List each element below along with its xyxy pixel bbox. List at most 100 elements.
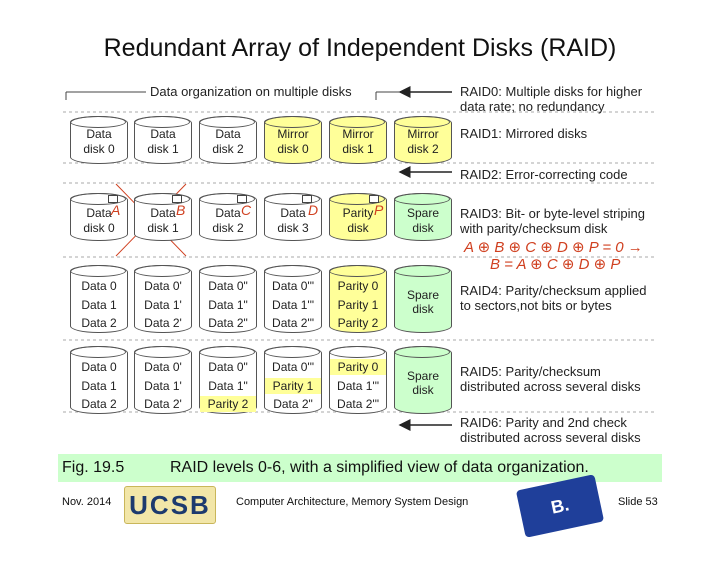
disk-top [394, 193, 450, 205]
disk-top [329, 265, 385, 277]
parity-block-label: Parity 2 [200, 396, 256, 412]
stripe-marker-a [108, 195, 118, 203]
block-label: Data 0" [208, 279, 248, 293]
block-label: Data 0'" [272, 279, 314, 293]
block-label: Data 1" [208, 298, 248, 312]
raid1-disk-data-2: Data disk 2 [199, 116, 257, 164]
disk-label-line1: Mirror [277, 127, 309, 141]
raid4-desc-line1: : Parity/checksum applied [498, 283, 647, 298]
block-label: Data 2' [144, 397, 182, 411]
block-label: Data 2'" [272, 316, 314, 330]
raid3-disk-data-0: Data disk 0 [70, 193, 128, 241]
raid3-disk-data-3: Data disk 3 [264, 193, 322, 241]
disk-label-line1: Parity [342, 206, 374, 220]
disk-label-line1: Data [150, 127, 176, 141]
block-label: Parity 2 [337, 316, 379, 330]
disk-top [199, 346, 255, 358]
raid1-disk-data-1: Data disk 1 [134, 116, 192, 164]
disk-label-line2: disk 2 [212, 142, 244, 156]
stripe-letter-c: C [241, 202, 252, 218]
raid2-name: RAID2 [460, 167, 499, 182]
disk-label-line1: Spare [406, 369, 440, 383]
disk-label-line2: disk 1 [147, 142, 179, 156]
stripe-letter-d: D [308, 202, 319, 218]
figure-number: Fig. 19.5 [62, 459, 125, 476]
stripe-marker-c [237, 195, 247, 203]
stripe-marker-d [302, 195, 312, 203]
header-label: Data organization on multiple disks [150, 84, 352, 99]
footer-date: Nov. 2014 [62, 496, 112, 508]
raid2-desc: RAID2: Error-correcting code [460, 167, 628, 182]
disk-top [70, 193, 126, 205]
disk-label-line2: disk 0 [277, 142, 309, 156]
raid4-disk-spare: Spare disk [394, 265, 452, 333]
raid2-desc-text: : Error-correcting code [498, 167, 628, 182]
disk-label-line1: Data [86, 127, 112, 141]
raid1-disk-mirror-0: Mirror disk 0 [264, 116, 322, 164]
disk-label-line1: Data [86, 206, 112, 220]
block-label: Parity 0 [337, 279, 379, 293]
raid4-disk-parity: Parity 0 Parity 1 Parity 2 [329, 265, 387, 333]
block-label: Data 1 [81, 379, 117, 393]
raid5-disk-0: Data 0 Data 1 Data 2 [70, 346, 128, 414]
raid4-disk-1: Data 0' Data 1' Data 2' [134, 265, 192, 333]
disk-top [394, 265, 450, 277]
disk-label-line2: disk 2 [212, 221, 244, 235]
disk-label-line1: Data [150, 206, 176, 220]
block-label: Data 0" [208, 360, 248, 374]
raid1-desc: RAID1: Mirrored disks [460, 126, 587, 141]
disk-top [134, 193, 190, 205]
block-label: Data 1' [144, 298, 182, 312]
block-label: Data 0' [144, 279, 182, 293]
raid5-disk-1: Data 0' Data 1' Data 2' [134, 346, 192, 414]
raid5-disk-3: Data 0'" Parity 1 Data 2" [264, 346, 322, 414]
disk-top [134, 265, 190, 277]
disk-label-line2: disk [412, 302, 434, 316]
disk-label-line2: disk [412, 221, 434, 235]
block-label: Data 0 [81, 360, 117, 374]
raid3-disk-spare: Spare disk [394, 193, 452, 241]
disk-label-line1: Mirror [342, 127, 374, 141]
slide-number: Slide 53 [618, 496, 658, 508]
block-label: Data 1'" [272, 298, 314, 312]
disk-top [70, 346, 126, 358]
raid1-disk-data-0: Data disk 0 [70, 116, 128, 164]
raid6-name: RAID6 [460, 415, 499, 430]
raid5-desc: RAID5: Parity/checksum [460, 364, 601, 379]
disk-top [199, 193, 255, 205]
raid5-disk-4: Parity 0 Data 1'" Data 2'" [329, 346, 387, 414]
disk-top [394, 116, 450, 128]
disk-label-line2: disk [347, 221, 369, 235]
raid3-formula-1: A ⊕ B ⊕ C ⊕ D ⊕ P = 0 → [464, 239, 643, 256]
disk-label-line2: disk 2 [407, 142, 439, 156]
slide-title: Redundant Array of Independent Disks (RA… [103, 34, 617, 62]
raid1-disk-mirror-1: Mirror disk 1 [329, 116, 387, 164]
raid4-desc-line2: to sectors,not bits or bytes [460, 298, 612, 313]
block-label: Data 0' [144, 360, 182, 374]
raid3-formula-2: B = A ⊕ C ⊕ D ⊕ P [490, 256, 621, 273]
disk-top [199, 265, 255, 277]
raid3-disk-data-2: Data disk 2 [199, 193, 257, 241]
block-label: Data 1'" [337, 379, 379, 393]
footer-course: Computer Architecture, Memory System Des… [236, 496, 469, 508]
raid4-disk-3: Data 0'" Data 1'" Data 2'" [264, 265, 322, 333]
raid1-name: RAID1 [460, 126, 499, 141]
raid4-disk-2: Data 0" Data 1" Data 2" [199, 265, 257, 333]
stripe-letter-b: B [176, 202, 186, 218]
stripe-letter-p: P [374, 202, 384, 218]
figure-caption-text: RAID levels 0-6, with a simplified view … [170, 459, 589, 476]
block-label: Data 0'" [272, 360, 314, 374]
block-label: Data 2' [144, 316, 182, 330]
block-label: Data 1" [208, 379, 248, 393]
raid5-name: RAID5 [460, 364, 499, 379]
disk-label-line2: disk 3 [277, 221, 309, 235]
block-label: Parity 1 [337, 298, 379, 312]
disk-top [264, 116, 320, 128]
block-label: Data 2 [81, 316, 117, 330]
block-label: Data 1 [81, 298, 117, 312]
disk-top [329, 346, 385, 358]
raid3-desc-line2: with parity/checksum disk [460, 221, 608, 236]
disk-top [329, 193, 385, 205]
block-label: Data 1' [144, 379, 182, 393]
disk-top [264, 346, 320, 358]
